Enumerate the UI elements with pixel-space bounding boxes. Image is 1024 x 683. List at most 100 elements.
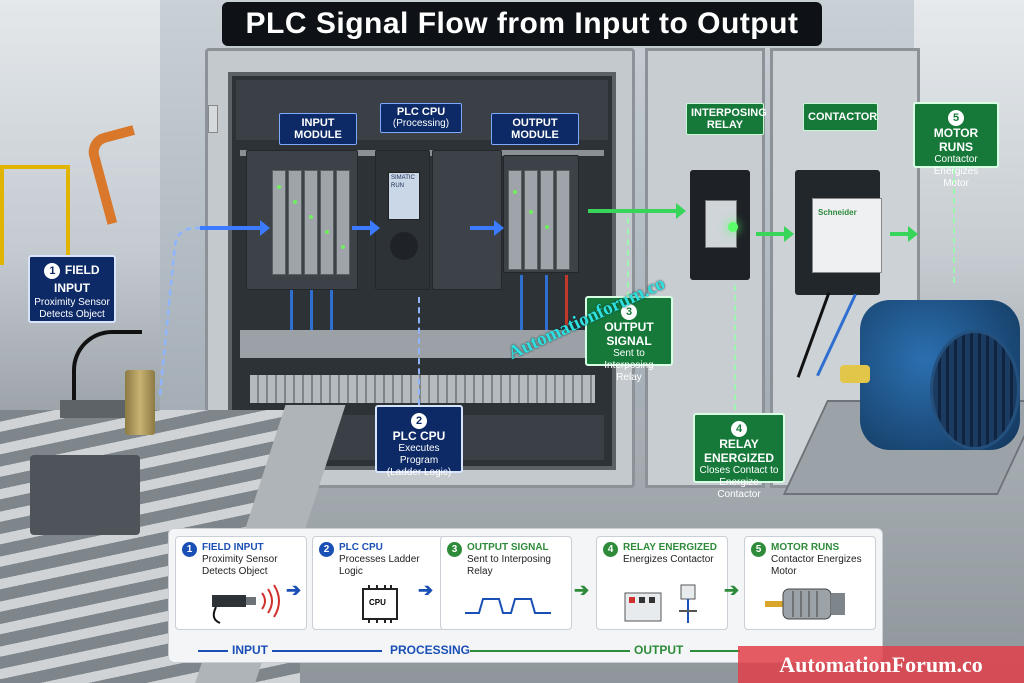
callout-title: OUTPUT SIGNAL — [604, 320, 654, 348]
wire — [310, 290, 313, 330]
interposing-relay-label-1: INTERPOSING — [691, 107, 767, 119]
watermark-corner: AutomationForum.co — [738, 646, 1024, 683]
sensor-cable — [72, 330, 142, 400]
callout-relay-energized: 4 RELAY ENERGIZED Closes Contact to Ener… — [693, 413, 785, 500]
callout-line: (Ladder Logic) — [386, 467, 452, 478]
step-number: 5 — [751, 542, 766, 557]
arrow-relay-to-contactor — [756, 226, 794, 242]
contactor-brand: Schneider — [818, 208, 857, 217]
legend-step-relay-energized: 4 RELAY ENERGIZED Energizes Contactor — [596, 536, 728, 630]
status-led — [277, 185, 281, 189]
step-number: 2 — [319, 542, 334, 557]
step-title: OUTPUT SIGNAL — [467, 542, 549, 553]
legend-arrow-icon: ➔ — [724, 580, 740, 600]
arrow-module-to-cpu — [352, 220, 380, 236]
plc-display: SIMATIC RUN — [388, 172, 420, 220]
step-description: Processes Ladder Logic — [339, 554, 420, 577]
legend-arrow-icon: ➔ — [574, 580, 590, 600]
status-led — [545, 225, 549, 229]
workpiece — [30, 455, 140, 535]
input-module-label: INPUT MODULE — [279, 113, 357, 145]
step-number: 3 — [447, 542, 462, 557]
callout-title: RELAY ENERGIZED — [703, 437, 774, 465]
motor-shaft — [840, 365, 870, 383]
phase-line — [272, 650, 382, 652]
status-led — [293, 200, 297, 204]
status-led — [341, 245, 345, 249]
step-description: Energizes Contactor — [623, 554, 714, 565]
safety-railing — [0, 165, 70, 265]
step-number: 4 — [731, 421, 747, 437]
callout-title: PLC CPU — [392, 429, 446, 443]
terminal-block — [250, 375, 595, 403]
status-led — [309, 215, 313, 219]
step-description: Contactor Energizes Motor — [771, 554, 862, 577]
plc-display-status: RUN — [391, 183, 404, 189]
callout-line: Contactor Energizes — [933, 154, 979, 177]
arrow-cpu-to-output — [470, 220, 504, 236]
io-card — [556, 170, 570, 270]
phase-processing-label: PROCESSING — [390, 643, 471, 657]
dashed-cpu-link — [418, 297, 420, 405]
io-card — [508, 170, 522, 270]
plc-cpu-label-sub: (Processing) — [392, 118, 450, 129]
legend-step-output-signal: 3 OUTPUT SIGNAL Sent to Interposing Rela… — [440, 536, 572, 630]
wire — [565, 275, 568, 330]
callout-line: Executes Program — [398, 443, 440, 466]
arrow-contactor-to-motor — [890, 226, 918, 242]
arrow-output-to-relay — [588, 203, 686, 219]
io-card — [540, 170, 554, 270]
square-wave-icon — [465, 598, 551, 614]
dashed-relay-link — [734, 285, 736, 410]
proximity-sensor-icon — [212, 584, 280, 624]
cpu-chip-icon — [362, 585, 398, 623]
legend-arrow-icon: ➔ — [286, 580, 302, 600]
callout-field-input: 1 FIELD INPUT Proximity Sensor Detects O… — [28, 255, 116, 323]
cabinet-hinge — [208, 105, 218, 133]
legend-step-plc-cpu: 2 PLC CPU Processes Ladder Logic CPU — [312, 536, 444, 630]
phase-line — [198, 650, 228, 652]
motor-fan-cover — [930, 330, 1020, 450]
callout-line: Relay — [616, 372, 642, 383]
callout-line: Closes Contact to — [699, 465, 779, 476]
relay-led — [728, 222, 738, 232]
step-description: Sent to Interposing Relay — [467, 554, 551, 577]
output-module-label: OUTPUT MODULE — [491, 113, 579, 145]
step-description: Proximity Sensor Detects Object — [202, 554, 278, 577]
legend-step-field-input: 1 FIELD INPUT Proximity Sensor Detects O… — [175, 536, 307, 630]
dashed-motor-link — [953, 168, 955, 283]
step-title: MOTOR RUNS — [771, 542, 840, 553]
dashed-output-link — [627, 218, 629, 298]
phase-output-label: OUTPUT — [634, 643, 684, 657]
cpu-chip-label: CPU — [369, 598, 386, 607]
phase-input-label: INPUT — [232, 643, 268, 657]
io-card — [320, 170, 334, 275]
proximity-sensor — [125, 370, 155, 435]
legend-step-motor-runs: 5 MOTOR RUNS Contactor Energizes Motor — [744, 536, 876, 630]
wire — [545, 275, 548, 330]
step-number: 2 — [411, 413, 427, 429]
wire — [520, 275, 523, 330]
callout-title: FIELD INPUT — [54, 263, 100, 295]
page-title: PLC Signal Flow from Input to Output — [222, 2, 822, 46]
io-card — [336, 170, 350, 275]
step-title: PLC CPU — [339, 542, 383, 553]
callout-line: Detects Object — [39, 309, 105, 320]
wire-duct-middle — [240, 330, 604, 358]
step-number: 1 — [44, 263, 61, 279]
phase-line — [470, 650, 630, 652]
wire — [290, 290, 293, 330]
step-number: 3 — [621, 304, 637, 320]
plc-cpu-label: PLC CPU (Processing) — [380, 103, 462, 133]
contactor-face — [812, 198, 882, 273]
callout-line: Proximity Sensor — [34, 297, 110, 308]
interposing-relay-label: INTERPOSING RELAY — [686, 103, 767, 135]
callout-plc-cpu: 2 PLC CPU Executes Program (Ladder Logic… — [375, 405, 463, 478]
plc-display-text: SIMATIC — [391, 175, 415, 181]
callout-motor-runs: 5 MOTOR RUNS Contactor Energizes Motor — [913, 102, 999, 189]
callout-output-signal: 3 OUTPUT SIGNAL Sent to Interposing Rela… — [585, 296, 673, 383]
io-card — [524, 170, 538, 270]
callout-line: Motor — [943, 178, 969, 189]
